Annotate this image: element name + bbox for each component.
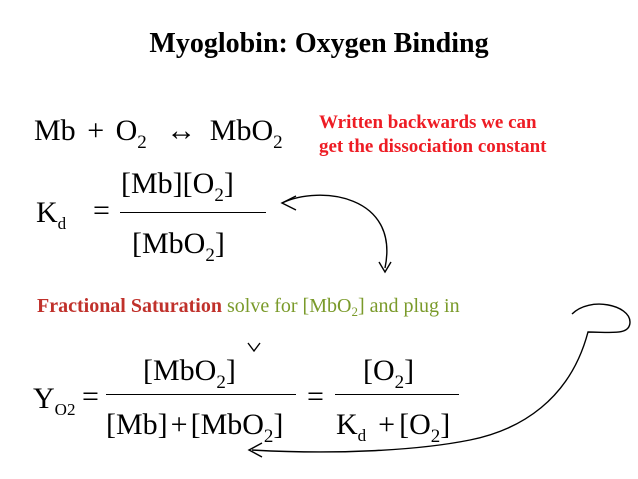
fractional-saturation-label: Fractional Saturation <box>37 295 222 317</box>
arrow-kd-curve <box>281 194 388 269</box>
saturation-numerator-1: [MbO2] <box>143 354 236 393</box>
arrow-mbo2-head <box>247 342 261 353</box>
fractional-saturation-text: Fractional Saturation solve for [MbO2] a… <box>37 295 460 319</box>
arrow-kd-head <box>280 195 297 211</box>
plus-sign: + <box>87 114 105 147</box>
saturation-denominator-2: Kd+[O2] <box>336 408 451 447</box>
saturation-equals-2: = <box>307 380 324 413</box>
saturation-fraction-bar-2 <box>335 394 459 395</box>
kd-symbol: Kd <box>36 196 67 233</box>
arrow-fs-head <box>378 261 392 274</box>
note-line-1: Written backwards we can <box>319 112 537 133</box>
arrow-plugin-head <box>247 442 263 458</box>
saturation-equals-1: = <box>82 380 99 413</box>
saturation-numerator-2: [O2] <box>363 354 415 393</box>
page-title: Myoglobin: Oxygen Binding <box>149 28 489 59</box>
fractional-saturation-instruction: solve for [MbO2] and plug in <box>222 295 460 319</box>
saturation-symbol: YO2 <box>33 382 76 419</box>
reactant-mb: Mb <box>34 114 76 147</box>
reactant-o2: O2 <box>115 114 147 153</box>
kd-fraction-bar <box>120 212 266 213</box>
saturation-denominator-1: [Mb]+[MbO2] <box>106 408 284 447</box>
dissociation-note: Written backwards we can get the dissoci… <box>319 111 546 159</box>
reaction-equation: Mb + O2 ↔ MbO2 <box>34 114 283 153</box>
arrow-plugin-loop <box>251 303 631 453</box>
product-mbo2: MbO2 <box>209 114 283 153</box>
equilibrium-arrow: ↔ <box>166 114 197 147</box>
saturation-fraction-bar-1 <box>106 394 296 395</box>
kd-numerator: [Mb][O2] <box>121 167 234 206</box>
note-line-2: get the dissociation constant <box>319 136 547 157</box>
kd-denominator: [MbO2] <box>132 227 225 266</box>
kd-equals: = <box>93 194 110 227</box>
